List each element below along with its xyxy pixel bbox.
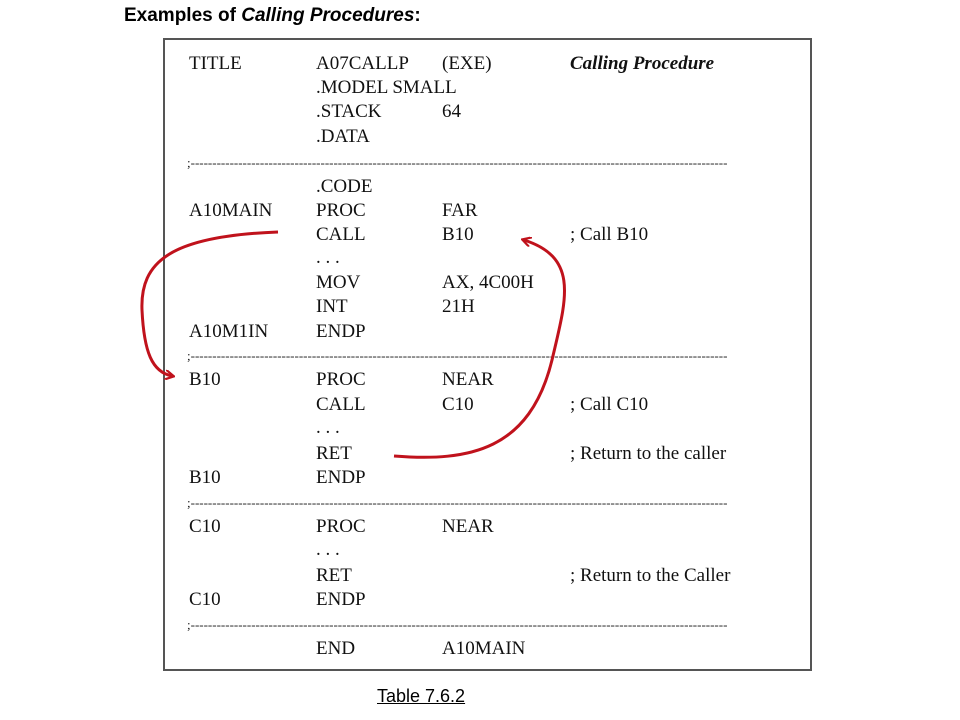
opcode: A07CALLP [316, 53, 409, 74]
code-line: .DATA [165, 126, 810, 150]
ellipsis: . . . [316, 417, 340, 438]
code-line: B10 PROC NEAR [165, 369, 810, 393]
comment: ; Call B10 [570, 224, 649, 245]
code-line: .STACK 64 [165, 101, 810, 125]
code-line: CALL B10 ; Call B10 [165, 224, 810, 248]
label: C10 [189, 589, 221, 610]
separator-line: ;---------------------------------------… [187, 155, 728, 169]
opcode: PROC [316, 200, 366, 221]
opcode: PROC [316, 516, 366, 537]
code-line: . . . [165, 247, 810, 271]
code-line: A10MAIN PROC FAR [165, 200, 810, 224]
code-line: . . . [165, 539, 810, 563]
slide-heading: Examples of Calling Procedures: [124, 5, 421, 27]
comment: ; Call C10 [570, 394, 649, 415]
label: A10M1IN [189, 321, 269, 342]
heading-suffix: : [414, 5, 421, 26]
operand: B10 [442, 224, 474, 245]
opcode: .DATA [316, 126, 370, 147]
operand: 64 [442, 101, 461, 122]
opcode: CALL [316, 224, 366, 245]
ellipsis: . . . [316, 247, 340, 268]
code-line: .MODEL SMALL [165, 77, 810, 101]
operand: 21H [442, 296, 475, 317]
operand: (EXE) [442, 53, 492, 74]
opcode: RET [316, 443, 352, 464]
code-line: . . . [165, 417, 810, 441]
operand: NEAR [442, 516, 494, 537]
ellipsis: . . . [316, 539, 340, 560]
operand: FAR [442, 200, 478, 221]
heading-prefix: Examples of [124, 5, 242, 26]
code-line: C10 ENDP [165, 589, 810, 613]
operand: NEAR [442, 369, 494, 390]
opcode: .MODEL SMALL [316, 77, 457, 98]
code-listing-box: TITLE A07CALLP (EXE) Calling Procedure .… [163, 38, 812, 671]
separator-line: ;---------------------------------------… [187, 617, 728, 631]
opcode: RET [316, 565, 352, 586]
label: B10 [189, 369, 221, 390]
opcode: .CODE [316, 176, 373, 197]
opcode: ENDP [316, 589, 366, 610]
code-line: B10 ENDP [165, 467, 810, 491]
label: B10 [189, 467, 221, 488]
opcode: MOV [316, 272, 361, 293]
label: C10 [189, 516, 221, 537]
comment: ; Return to the Caller [570, 565, 731, 586]
opcode: PROC [316, 369, 366, 390]
code-line: END A10MAIN [165, 638, 810, 662]
table-caption: Table 7.6.2 [377, 686, 466, 706]
separator-line: ;---------------------------------------… [187, 495, 728, 509]
opcode: ENDP [316, 467, 366, 488]
code-line: RET ; Return to the Caller [165, 565, 810, 589]
separator-line: ;---------------------------------------… [187, 348, 728, 362]
code-line: A10M1IN ENDP [165, 321, 810, 345]
code-line: .CODE [165, 176, 810, 200]
label: A10MAIN [189, 200, 273, 221]
code-line: C10 PROC NEAR [165, 516, 810, 540]
opcode: END [316, 638, 356, 659]
code-line: CALL C10 ; Call C10 [165, 394, 810, 418]
operand: C10 [442, 394, 474, 415]
operand: A10MAIN [442, 638, 526, 659]
label: TITLE [189, 53, 242, 74]
opcode: INT [316, 296, 348, 317]
code-line: INT 21H [165, 296, 810, 320]
opcode: .STACK [316, 101, 382, 122]
opcode: ENDP [316, 321, 366, 342]
code-line: MOV AX, 4C00H [165, 272, 810, 296]
opcode: CALL [316, 394, 366, 415]
comment: ; Return to the caller [570, 443, 727, 464]
heading-italic: Calling Procedures [241, 5, 415, 26]
code-line: TITLE A07CALLP (EXE) Calling Procedure [165, 53, 810, 77]
operand: AX, 4C00H [442, 272, 534, 293]
comment: Calling Procedure [570, 53, 715, 74]
code-line: RET ; Return to the caller [165, 443, 810, 467]
